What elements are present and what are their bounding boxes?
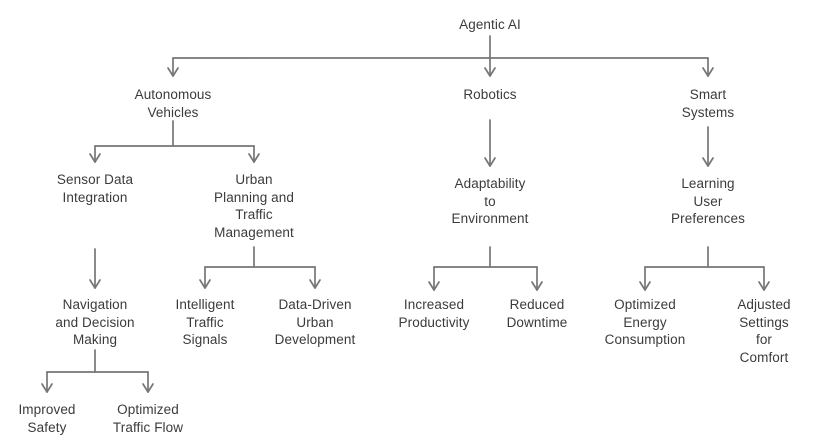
- node-intelligent-traffic-signals: Intelligent Traffic Signals: [175, 297, 235, 347]
- node-smart-systems: Smart Systems: [681, 87, 735, 120]
- node-adaptability: Adaptability to Environment: [451, 176, 529, 226]
- node-urban-planning: Urban Planning and Traffic Management: [213, 172, 295, 240]
- node-robotics: Robotics: [463, 87, 517, 102]
- node-autonomous-vehicles: Autonomous Vehicles: [134, 87, 212, 120]
- node-reduced-downtime: Reduced Downtime: [506, 297, 568, 330]
- node-agentic-ai: Agentic AI: [459, 17, 521, 32]
- node-learning-user-preferences: Learning User Preferences: [671, 176, 745, 226]
- node-navigation-decision: Navigation and Decision Making: [55, 297, 135, 347]
- node-adjusted-settings: Adjusted Settings for Comfort: [737, 297, 791, 365]
- node-improved-safety: Improved Safety: [18, 402, 76, 435]
- node-optimized-energy: Optimized Energy Consumption: [604, 297, 686, 347]
- node-optimized-traffic-flow: Optimized Traffic Flow: [112, 402, 184, 435]
- node-sensor-data-integration: Sensor Data Integration: [56, 172, 134, 205]
- node-data-driven-urban: Data-Driven Urban Development: [274, 297, 356, 347]
- node-increased-productivity: Increased Productivity: [398, 297, 470, 330]
